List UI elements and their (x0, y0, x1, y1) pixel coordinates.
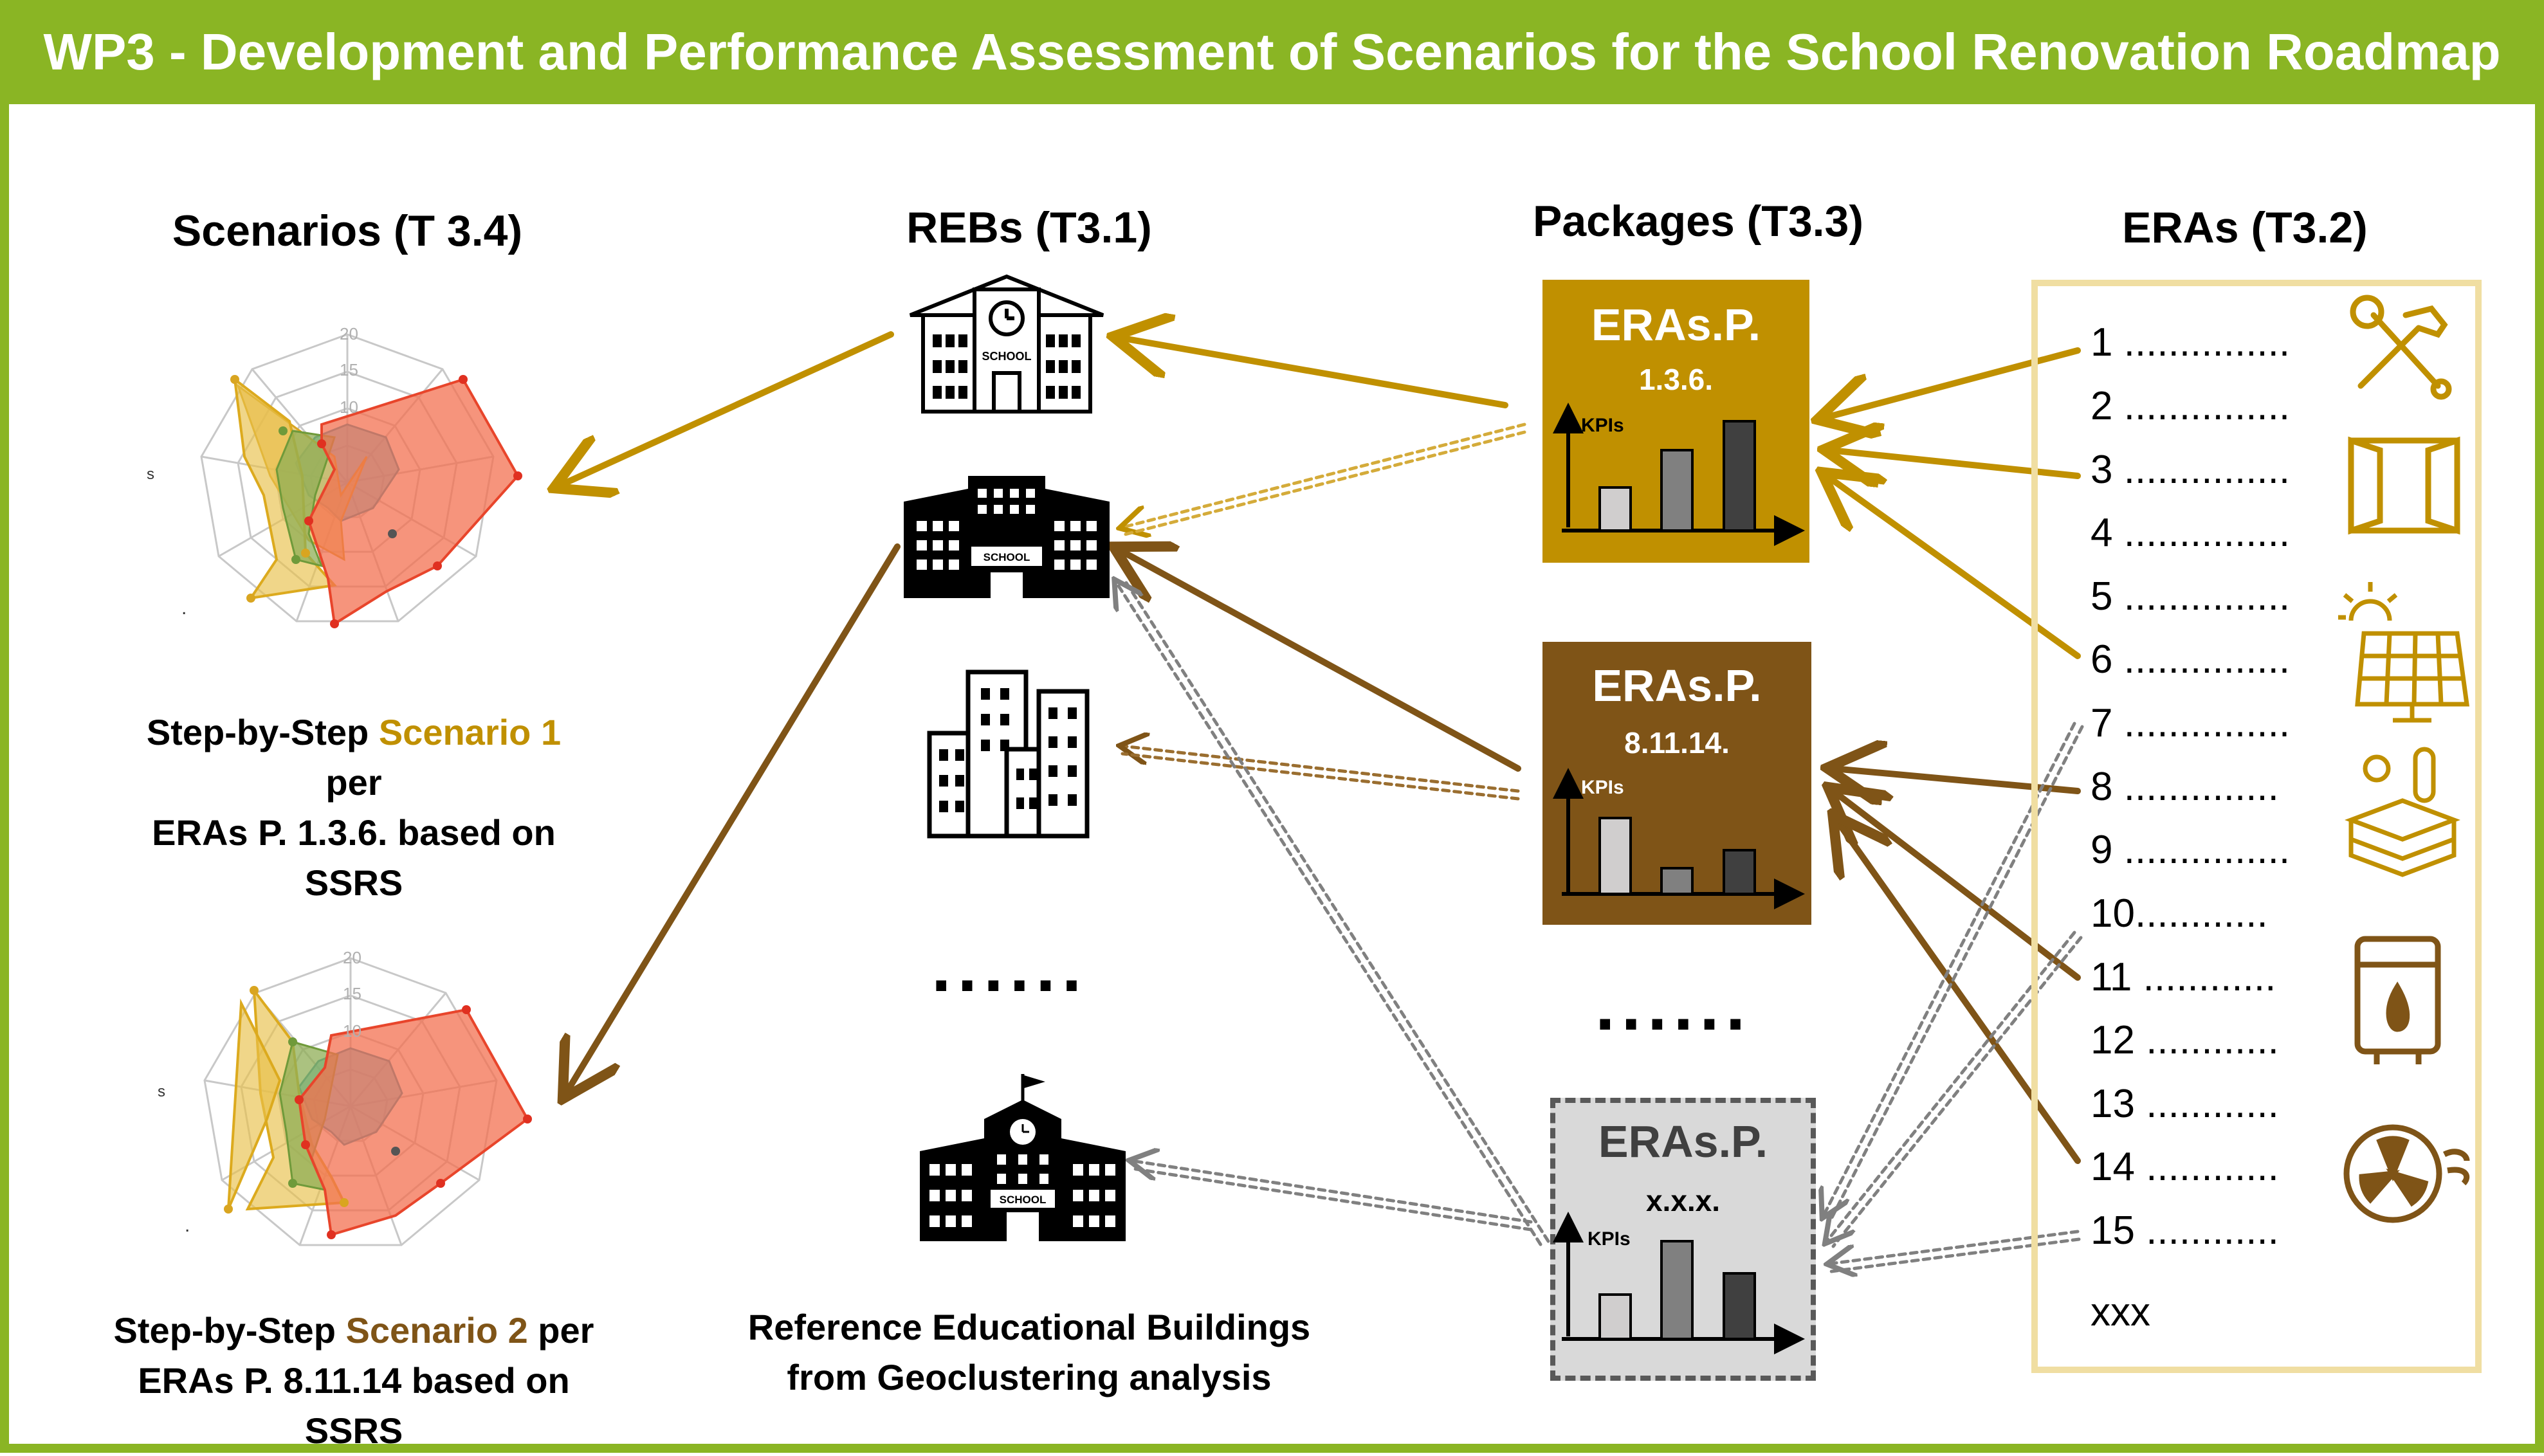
era-item-11: 11 ............ (2091, 955, 2276, 999)
reb1-sign: SCHOOL (982, 350, 1031, 363)
era-item-14: 14 ............ (2091, 1145, 2279, 1189)
dashed-pkgx-to-reb2 (1116, 582, 1542, 1246)
radar2-mark-left: s (158, 1083, 165, 1100)
era-item-1: 1 ............... (2091, 320, 2291, 365)
rebs-ellipsis: ...... (931, 927, 1088, 1006)
pkgx-kpi-chart (1553, 1212, 1805, 1354)
radar2-tick-15: 15 (343, 984, 361, 1003)
scenario2-caption: Step-by-Step Scenario 2 per ERAs P. 8.11… (103, 1306, 605, 1456)
dashed-era10-to-pkgx (1827, 931, 2076, 1241)
scenario2-prefix: Step-by-Step (113, 1310, 346, 1351)
scenario2-name: Scenario 2 (345, 1310, 528, 1351)
insulation-icon (2345, 747, 2460, 877)
radar2-mark-bottom: . (185, 1215, 190, 1236)
packages-ellipsis: ...... (1595, 966, 1752, 1045)
scenario2-line2: ERAs P. 8.11.14 based on SSRS (138, 1360, 570, 1451)
scenario1-prefix: Step-by-Step (146, 712, 379, 752)
era-item-3: 3 ............... (2091, 448, 2291, 492)
dashed-pkg2-to-reb3 (1122, 746, 1520, 793)
arrow-pkg2-to-reb2 (1119, 550, 1521, 772)
reb4-sign: SCHOOL (1000, 1194, 1047, 1206)
era-item-xxx: xxx (2091, 1290, 2150, 1334)
radar1-tick-15: 15 (340, 360, 358, 379)
era-item-7: 7 ............... (2091, 701, 2291, 745)
radar-chart-2: 20 15 10 s . (158, 948, 532, 1246)
era-item-6: 6 ............... (2091, 637, 2291, 682)
radar1-mark-bottom: . (181, 597, 187, 619)
eras-header: ERAs (T3.2) (2122, 203, 2368, 252)
reb-caption: Reference Educational Buildings from Geo… (740, 1302, 1319, 1403)
scenario2-suffix: per (527, 1310, 594, 1351)
school-outline-icon: SCHOOL (909, 274, 1104, 414)
scenarios-header: Scenarios (T 3.4) (172, 206, 523, 255)
radar2-tick-10: 10 (343, 1021, 361, 1041)
dashed-pkg1-to-reb2 (1122, 423, 1526, 527)
scenario1-line2: ERAs P. 1.3.6. based on SSRS (152, 812, 556, 903)
era-item-4: 4 ............... (2091, 511, 2291, 555)
arrow-pkg1-to-reb1 (1119, 338, 1508, 408)
window-icon (2348, 436, 2460, 535)
era-item-10: 10............ (2091, 891, 2268, 936)
eras-list-box (2031, 280, 2482, 1373)
school-solid-icon: SCHOOL (904, 476, 1110, 598)
reb-caption-line2: from Geoclustering analysis (787, 1357, 1272, 1397)
reb-caption-line1: Reference Educational Buildings (747, 1307, 1311, 1347)
apartment-buildings-icon (927, 669, 1090, 839)
era-item-13: 13 ............ (2091, 1082, 2279, 1126)
ventilation-icon (2343, 1124, 2470, 1223)
radar1-tick-10: 10 (340, 397, 358, 417)
radar2-tick-20: 20 (343, 948, 361, 967)
era-item-2: 2 ............... (2091, 384, 2291, 428)
page-title: WP3 - Development and Performance Assess… (0, 0, 2544, 104)
pkg1-kpi-chart (1553, 403, 1805, 546)
scenario1-caption: Step-by-Step Scenario 1 per ERAs P. 1.3.… (116, 707, 592, 908)
packages-header: Packages (T3.3) (1532, 197, 1864, 246)
rebs-header: REBs (T3.1) (906, 203, 1152, 252)
scenario1-suffix: per (325, 762, 382, 803)
reb2-sign: SCHOOL (984, 551, 1030, 563)
era-item-5: 5 ............... (2091, 574, 2291, 619)
radar1-mark-left: s (147, 466, 154, 483)
era-item-12: 12 ............ (2091, 1018, 2279, 1062)
arrow-reb1-to-scenario1 (560, 331, 894, 486)
pkg2-kpi-chart (1553, 768, 1805, 909)
radar-chart-1: 20 15 10 s . (147, 324, 522, 628)
arrow-reb2-to-scenario2 (566, 543, 901, 1093)
era-item-8: 8 .............. (2091, 765, 2279, 809)
tools-icon (2350, 295, 2452, 400)
scenario1-name: Scenario 1 (378, 712, 562, 752)
solar-panel-icon (2338, 582, 2470, 723)
school-flag-icon: SCHOOL (920, 1074, 1126, 1241)
boiler-icon (2354, 936, 2441, 1064)
radar1-tick-20: 20 (340, 324, 358, 343)
dashed-pkgx-to-reb4 (1132, 1161, 1533, 1224)
era-item-9: 9 ............... (2091, 828, 2291, 872)
era-item-15: 15 ............ (2091, 1208, 2279, 1253)
